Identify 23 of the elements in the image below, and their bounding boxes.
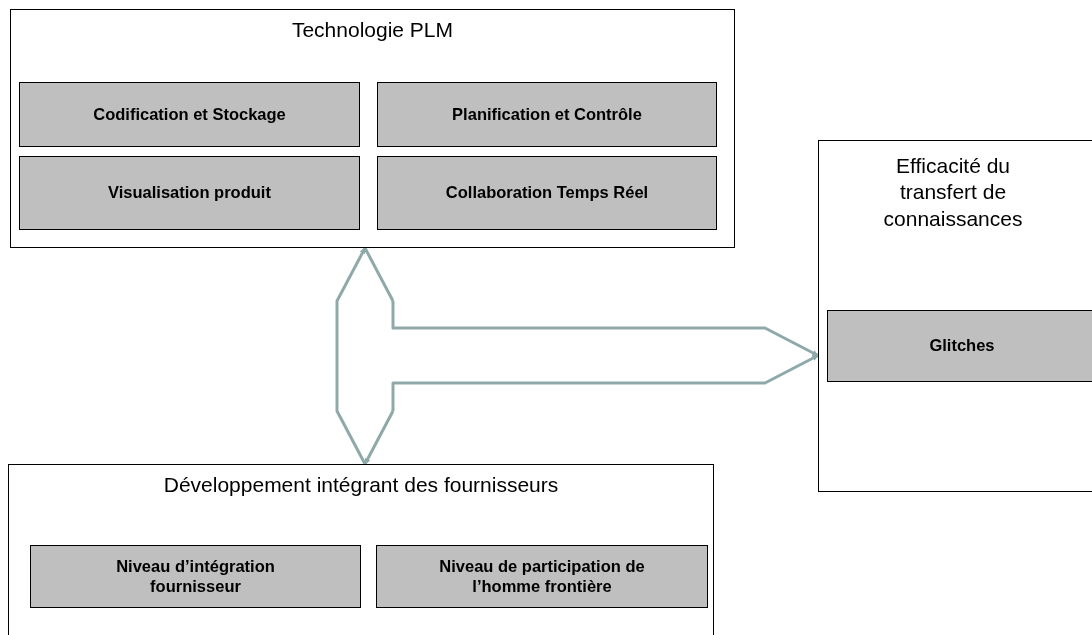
group-title: Développement intégrant des fournisseurs [162, 473, 560, 498]
group-box [818, 140, 1092, 492]
block-arrow-branch [391, 354, 819, 411]
factor-box [19, 156, 360, 230]
factor-box [827, 310, 1092, 382]
factor-label: Niveau de participation de l’homme frontière [438, 556, 646, 597]
double-block-arrow [335, 246, 395, 466]
factor-label: Niveau d’intégration fournisseur [115, 556, 276, 597]
block-arrow-branch [391, 301, 819, 357]
factor-label: Visualisation produit [108, 183, 271, 203]
factor-box [376, 545, 708, 608]
group-title: Efficacité du transfert de connaissances [882, 153, 1024, 232]
factor-label: Codification et Stockage [93, 104, 286, 125]
factor-box [30, 545, 361, 608]
factor-box [377, 82, 717, 147]
factor-label: Planification et Contrôle [452, 104, 642, 125]
factor-label: Glitches [929, 336, 995, 356]
factor-box [19, 82, 360, 147]
group-box [10, 9, 735, 248]
group-title: Technologie PLM [290, 18, 455, 43]
factor-box [377, 156, 717, 230]
group-box [8, 464, 714, 635]
factor-label: Collaboration Temps Réel [445, 183, 649, 203]
